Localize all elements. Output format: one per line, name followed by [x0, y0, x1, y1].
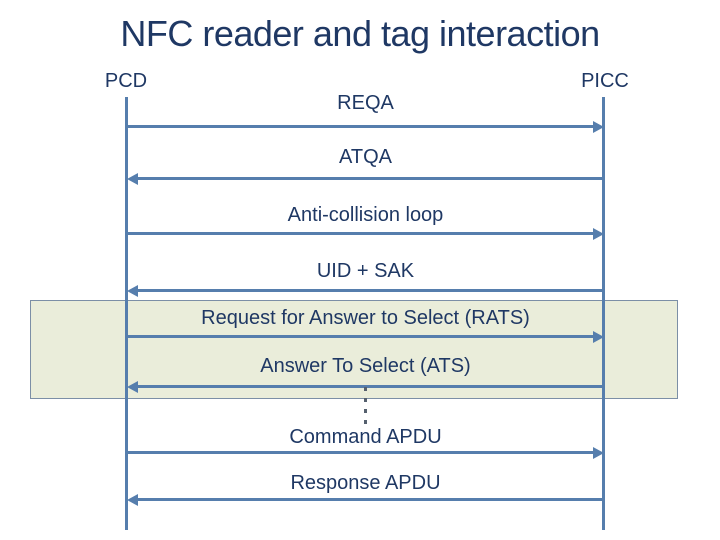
slide-title: NFC reader and tag interaction	[120, 13, 600, 54]
arrowhead-left-icon	[127, 172, 138, 185]
actor-label-picc: PICC	[581, 70, 629, 92]
continuation-ellipsis-icon	[364, 387, 367, 431]
message-label-uid-sak: UID + SAK	[316, 260, 415, 282]
message-label-reqa: REQA	[337, 92, 394, 114]
message-label-command-apdu: Command APDU	[289, 426, 442, 448]
highlight-box-iso14443-4-activation	[30, 300, 678, 399]
lifeline-picc	[602, 97, 605, 530]
message-arrow-anticollision	[127, 227, 604, 240]
arrow-shaft	[127, 125, 593, 128]
message-label-ats: Answer To Select (ATS)	[260, 355, 471, 377]
message-label-anticollision: Anti-collision loop	[287, 204, 444, 226]
message-arrow-command-apdu	[127, 446, 604, 459]
arrow-shaft	[138, 498, 604, 501]
arrowhead-right-icon	[593, 330, 604, 343]
arrow-shaft	[127, 451, 593, 454]
arrowhead-right-icon	[593, 446, 604, 459]
ellipsis-dot	[364, 387, 367, 391]
message-arrow-atqa	[127, 172, 604, 185]
message-label-response-apdu: Response APDU	[290, 472, 441, 494]
arrow-shaft	[138, 177, 604, 180]
message-arrow-rats	[127, 330, 604, 343]
arrow-shaft	[127, 335, 593, 338]
message-arrow-ats	[127, 380, 604, 393]
arrowhead-right-icon	[593, 120, 604, 133]
message-arrow-response-apdu	[127, 493, 604, 506]
message-label-rats: Request for Answer to Select (RATS)	[201, 307, 530, 329]
ellipsis-dot	[364, 409, 367, 413]
lifeline-pcd	[125, 97, 128, 530]
ellipsis-dot	[364, 420, 367, 424]
arrowhead-left-icon	[127, 493, 138, 506]
message-arrow-uid-sak	[127, 284, 604, 297]
arrow-shaft	[127, 232, 593, 235]
ellipsis-dot	[364, 398, 367, 402]
arrowhead-left-icon	[127, 284, 138, 297]
message-label-atqa: ATQA	[339, 146, 392, 168]
arrowhead-right-icon	[593, 227, 604, 240]
arrow-shaft	[138, 289, 604, 292]
arrowhead-left-icon	[127, 380, 138, 393]
arrow-shaft	[138, 385, 604, 388]
message-arrow-reqa	[127, 120, 604, 133]
actor-label-pcd: PCD	[104, 70, 148, 92]
